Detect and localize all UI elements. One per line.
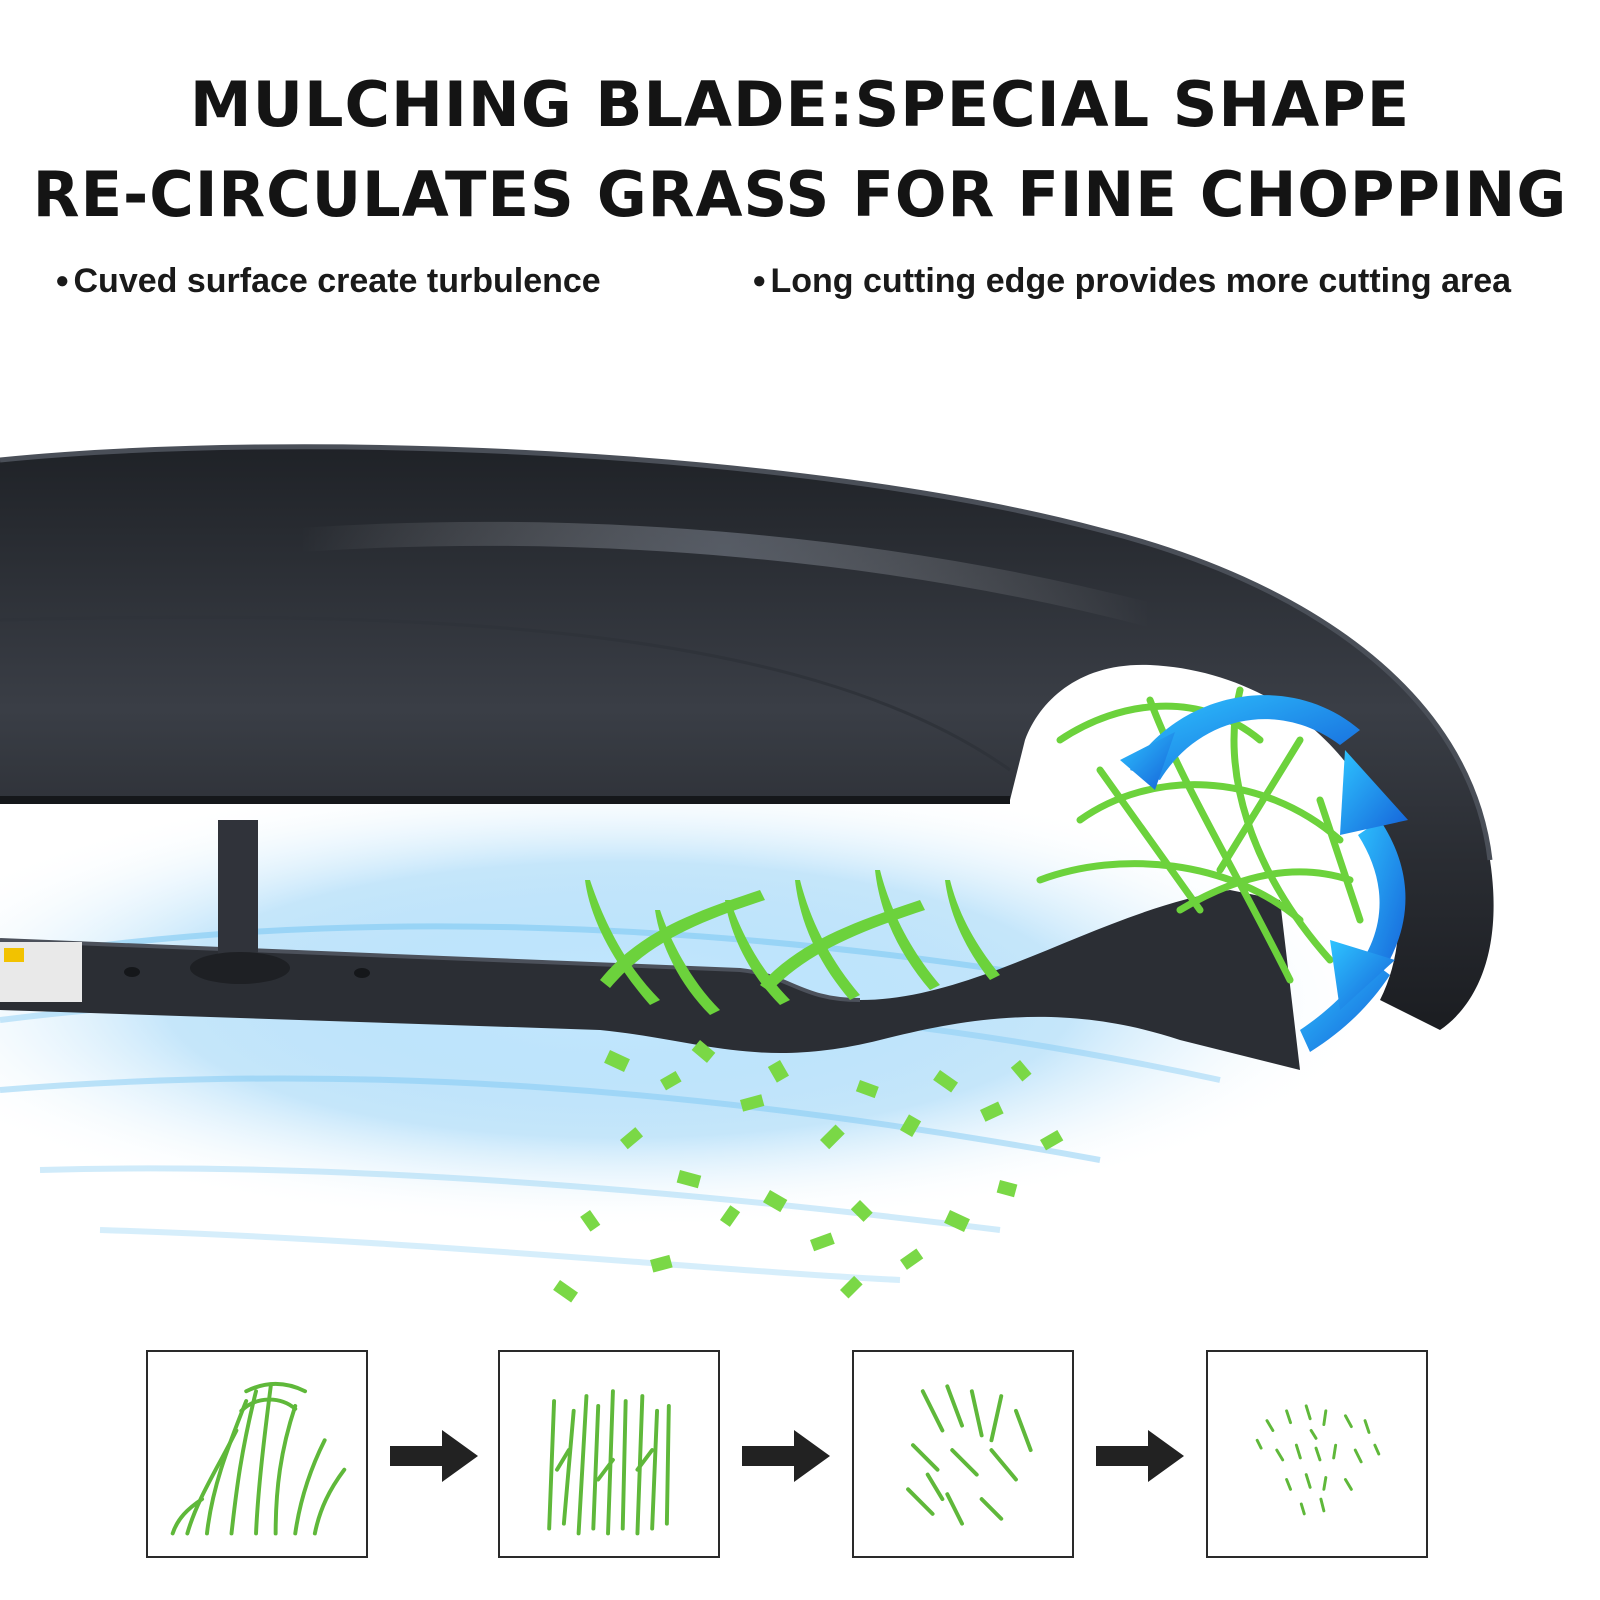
fine-mulch-icon: [1255, 1404, 1381, 1516]
falling-grass-clippings: [553, 1040, 1064, 1303]
airflow-arrows: [1120, 695, 1408, 1052]
curved-blade-top: [0, 446, 1494, 1030]
headline-line-1: MULCHING BLADE:SPECIAL SHAPE: [189, 68, 1411, 141]
whole-grass-icon: [170, 1381, 347, 1536]
bullet-dot-icon: ●: [752, 267, 767, 294]
stage-fine-mulch: [1206, 1350, 1428, 1558]
arrow-right-icon: [742, 1430, 830, 1482]
arrow-right-icon: [390, 1430, 478, 1482]
chopped-grass-icon: [906, 1384, 1033, 1526]
headline-line-2: RE-CIRCULATES GRASS FOR FINE CHOPPING: [32, 158, 1568, 231]
stage-whole-grass: [146, 1350, 368, 1558]
stage-chopped-grass: [852, 1350, 1074, 1558]
stage-cut-grass: [498, 1350, 720, 1558]
feature-bullet-cutting-edge: ●Long cutting edge provides more cutting…: [752, 262, 1511, 301]
bullet-dot-icon: ●: [55, 267, 70, 294]
upright-grass: [585, 870, 1000, 1015]
circulating-grass: [1036, 686, 1364, 984]
feature-text: Long cutting edge provides more cutting …: [770, 262, 1512, 300]
cut-grass-icon: [547, 1389, 671, 1536]
spindle-post: [218, 820, 258, 970]
lower-blade: [0, 890, 1300, 1070]
blade-sheen: [299, 521, 1154, 627]
arrow-right-icon: [1096, 1430, 1184, 1482]
feature-bullet-turbulence: ●Cuved surface create turbulence: [55, 262, 601, 301]
mount-hole: [124, 967, 140, 977]
feature-text: Cuved surface create turbulence: [73, 262, 601, 300]
blade-cross-section-illustration: [0, 444, 1494, 1303]
